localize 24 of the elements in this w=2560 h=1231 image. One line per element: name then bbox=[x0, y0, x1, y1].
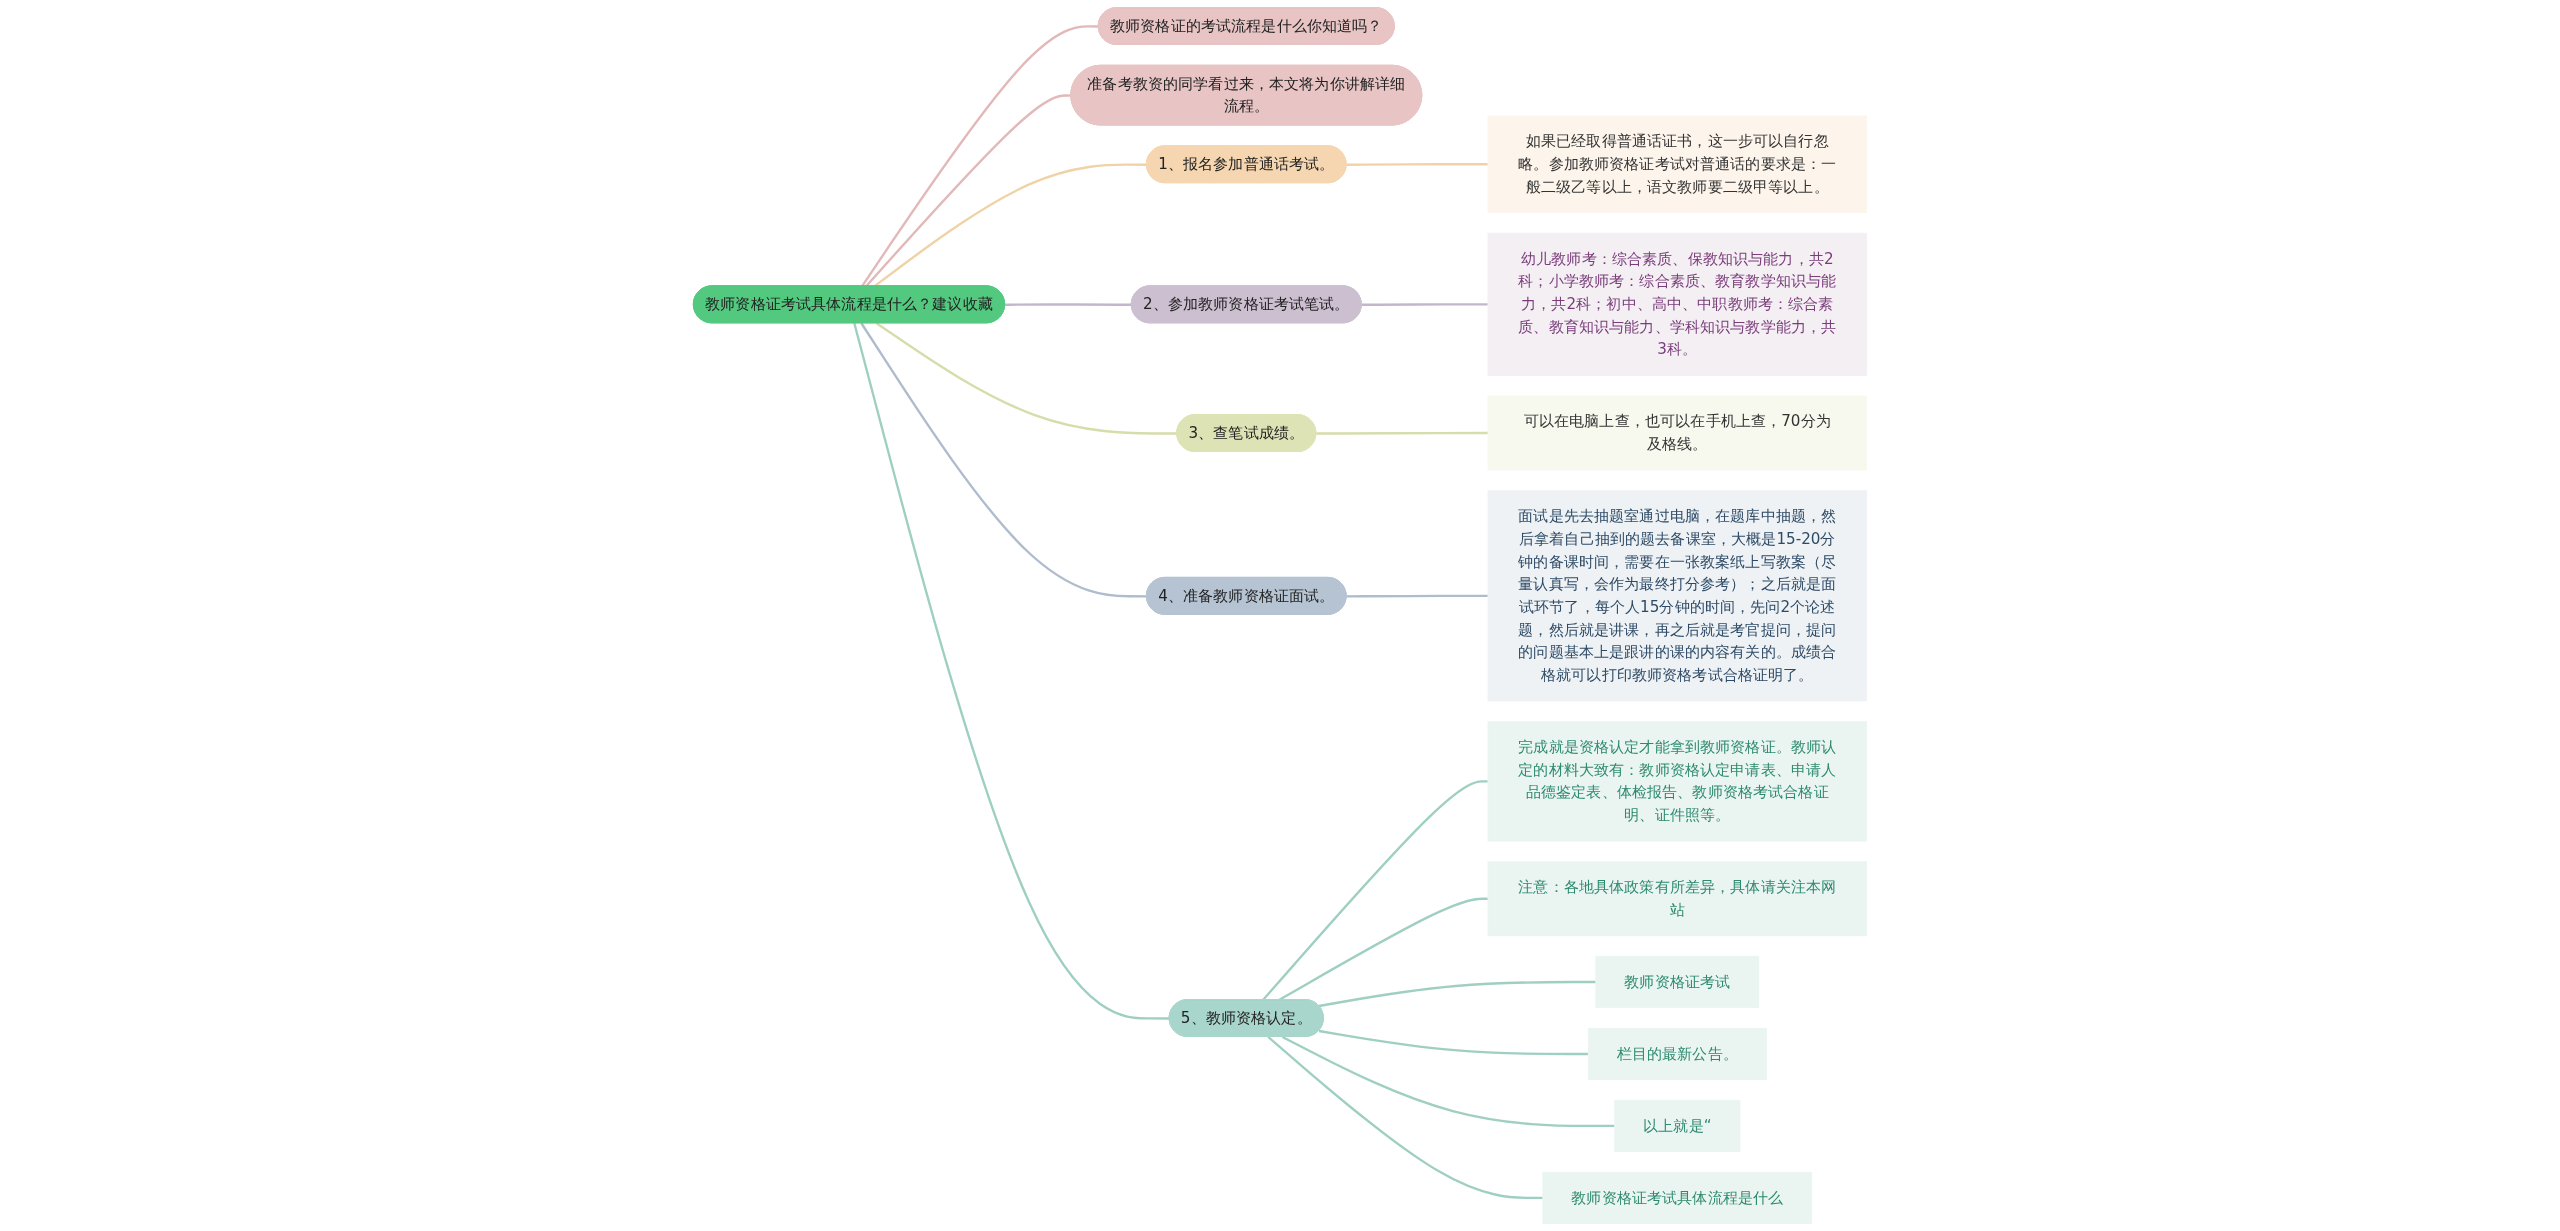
connector bbox=[875, 322, 1178, 435]
node-box: 幼儿教师考：综合素质、保教知识与能力，共2科；小学教师考：综合素质、教育教学知识与能力，共2科；初中、高中、中职教师考：综合素质、教育知识与能力、学科知识与教学能力，共3科。 bbox=[1487, 232, 1868, 376]
node-box: 教师资格证考试 bbox=[1595, 956, 1760, 1009]
connector bbox=[1318, 980, 1596, 1008]
node-box: 注意：各地具体政策有所差异，具体请关注本网站 bbox=[1487, 861, 1868, 937]
connector bbox=[1346, 594, 1488, 598]
connector bbox=[861, 25, 1099, 287]
connector bbox=[860, 322, 1147, 598]
node-box: 如果已经取得普通话证书，这一步可以自行忽略。参加教师资格证考试对普通话的要求是：一般二级乙等以上，语文教师要二级甲等以上。 bbox=[1487, 115, 1868, 213]
connector bbox=[1005, 303, 1132, 306]
connector bbox=[1318, 1029, 1589, 1056]
node-box: 栏目的最新公告。 bbox=[1587, 1027, 1767, 1081]
connector bbox=[1316, 431, 1488, 435]
node-box: 教师资格证考试具体流程是什么 bbox=[1542, 1171, 1813, 1224]
connector bbox=[1361, 303, 1488, 306]
connector bbox=[1262, 780, 1488, 1001]
node-box: 完成就是资格认定才能拿到教师资格证。教师认定的材料大致有：教师资格认定申请表、申请人品德鉴定表、体检报告、教师资格考试合格证明、证件照等。 bbox=[1487, 721, 1868, 842]
connector bbox=[1281, 1035, 1615, 1128]
node-box: 以上就是“ bbox=[1614, 1099, 1741, 1152]
node-box: 面试是先去抽题室通过电脑，在题库中抽题，然后拿着自己抽到的题去备课室，大概是15-20分钟的备课时间，需要在一张教案纸上写教案（尽量认真写，会作为最终打分参考）；之后就是面试环节了，每个人15分钟的时间，先问2个论述题，然后就是讲课，再之后就是考官提问，提问的问题基本上是跟讲的课的内容有关的。成绩合格就可以打印教师资格考试合格证明了。 bbox=[1487, 490, 1868, 702]
connector bbox=[1267, 1036, 1543, 1200]
connector bbox=[853, 322, 1170, 1020]
node-box: 可以在电脑上查，也可以在手机上查，70分为及格线。 bbox=[1487, 395, 1868, 471]
connector bbox=[1346, 163, 1488, 166]
